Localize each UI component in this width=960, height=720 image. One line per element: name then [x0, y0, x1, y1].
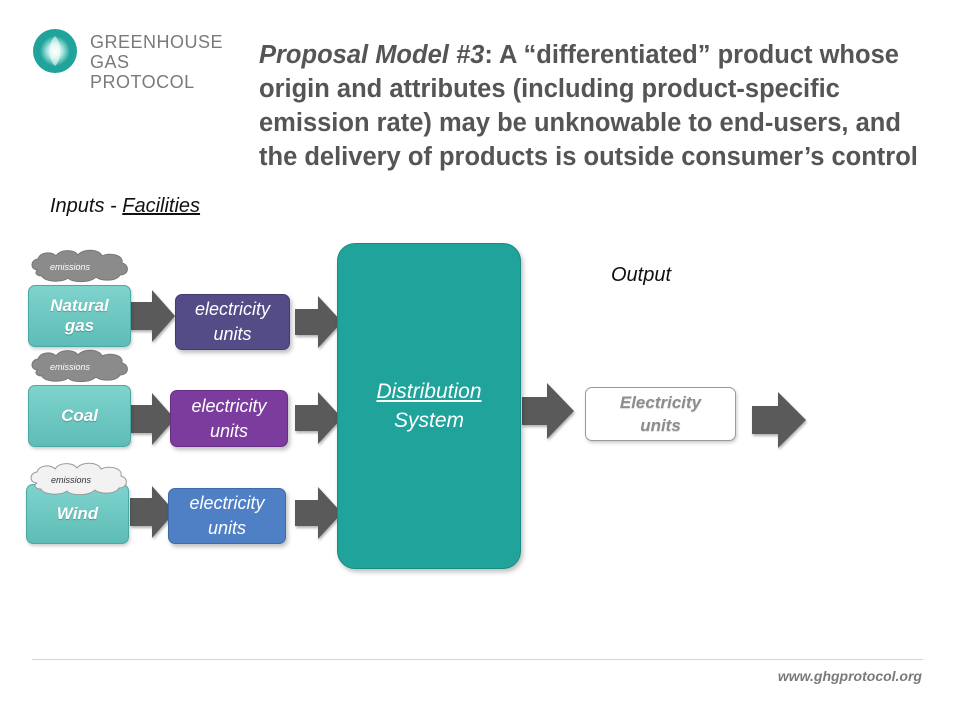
distribution-system: Distribution System — [337, 243, 521, 569]
electricity-units-natural-gas: electricity units — [175, 294, 290, 350]
electricity-units-wind: electricity units — [168, 488, 286, 544]
output-units-label: Electricity — [619, 393, 702, 412]
logo-wordmark: GREENHOUSE GAS PROTOCOL — [90, 32, 223, 92]
arrow-icon — [295, 392, 342, 444]
arrow-icon — [295, 296, 342, 348]
arrow-icon — [522, 383, 574, 439]
inputs-label-prefix: Inputs - — [50, 195, 123, 217]
ghg-protocol-logo: GREENHOUSE GAS PROTOCOL — [32, 28, 223, 92]
units-label: electricity — [194, 299, 270, 319]
source-label: Wind — [56, 504, 99, 523]
emissions-cloud-icon: emissions — [31, 249, 128, 283]
arrow-icon — [130, 486, 175, 538]
logo-line-1: GREENHOUSE — [90, 32, 224, 52]
emissions-cloud-icon: emissions — [30, 462, 127, 496]
units-label: electricity — [189, 493, 265, 513]
title-lead: Proposal Model #3 — [259, 41, 485, 69]
output-units-label: units — [640, 416, 681, 435]
source-coal: Coal — [28, 385, 131, 447]
title-rest: : A “differentiated” product whose origi… — [259, 41, 918, 171]
units-label: electricity — [191, 395, 267, 416]
source-label: Coal — [61, 406, 98, 425]
cloud-label: emissions — [50, 262, 91, 272]
arrow-icon — [130, 393, 175, 445]
footer-divider — [32, 659, 923, 660]
logo-line-2: GAS PROTOCOL — [90, 52, 195, 92]
arrow-icon — [295, 487, 342, 539]
arrow-icon — [130, 290, 175, 342]
slide-title: Proposal Model #3: A “differentiated” pr… — [259, 38, 944, 174]
cloud-label: emissions — [51, 475, 92, 485]
ghg-protocol-logo-icon — [33, 29, 77, 73]
cloud-label: emissions — [50, 362, 91, 372]
output-label: Output — [611, 264, 672, 286]
units-label: units — [213, 324, 252, 344]
source-natural-gas: Natural gas — [28, 285, 131, 347]
footer-url[interactable]: www.ghgprotocol.org — [777, 668, 922, 684]
electricity-units-coal: electricity units — [170, 390, 288, 447]
emissions-cloud-icon: emissions — [31, 349, 128, 383]
distribution-label-line-2: System — [393, 409, 464, 432]
distribution-label-line-1: Distribution — [376, 380, 482, 403]
source-label: Natural — [50, 296, 109, 315]
inputs-label-facilities: Facilities — [122, 195, 201, 217]
units-label: units — [207, 518, 247, 538]
inputs-label: Inputs - Facilities — [50, 195, 200, 218]
source-label: gas — [64, 316, 95, 335]
output-electricity-units: Electricity units — [585, 387, 736, 441]
arrow-icon — [752, 392, 806, 448]
units-label: units — [209, 420, 249, 441]
